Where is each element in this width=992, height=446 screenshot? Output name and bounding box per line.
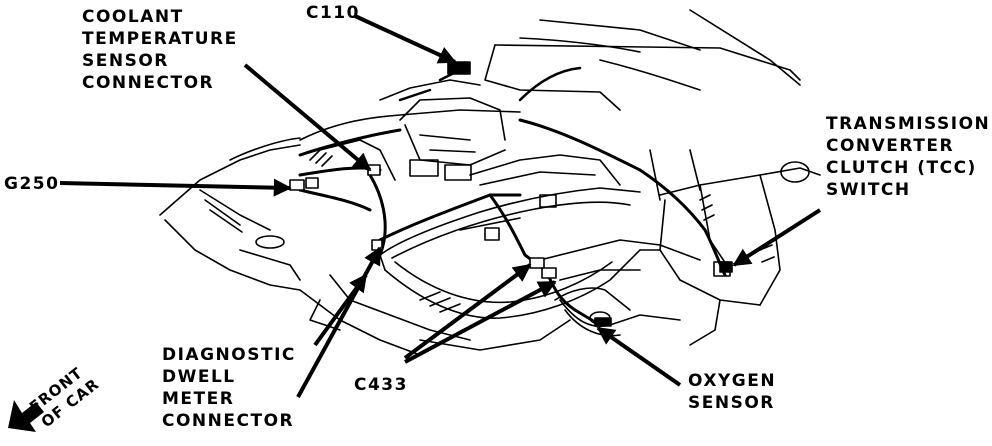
callout-arrows — [59, 14, 822, 398]
label-c433: C433 — [354, 375, 408, 395]
front-of-car-indicator: FRONT OF CAR — [4, 364, 124, 442]
label-oxygen-sensor: OXYGEN SENSOR — [688, 371, 777, 413]
label-coolant-temperature-sensor-connector: COOLANT TEMPERATURE SENSOR CONNECTOR — [82, 7, 238, 93]
label-g250: G250 — [4, 174, 60, 194]
arrow-coolant — [243, 63, 372, 172]
label-transmission-converter-clutch-switch: TRANSMISSION CONVERTER CLUTCH (TCC) SWIT… — [826, 114, 991, 200]
arrow-oxygen — [596, 326, 682, 387]
label-diagnostic-dwell-meter-connector: DIAGNOSTIC DWELL METER CONNECTOR — [162, 345, 296, 431]
arrow-g250 — [59, 178, 292, 197]
arrow-diagnostic-a — [296, 246, 382, 398]
arrow-c110 — [354, 14, 457, 64]
arrow-tcc — [732, 208, 822, 267]
arrow-c433-a — [403, 263, 532, 360]
arrow-c433-b — [404, 280, 557, 364]
label-c110: C110 — [306, 3, 360, 23]
engine-drawing — [159, 9, 821, 356]
arrow-diagnostic-b — [313, 273, 368, 347]
front-arrow-icon — [8, 400, 44, 432]
